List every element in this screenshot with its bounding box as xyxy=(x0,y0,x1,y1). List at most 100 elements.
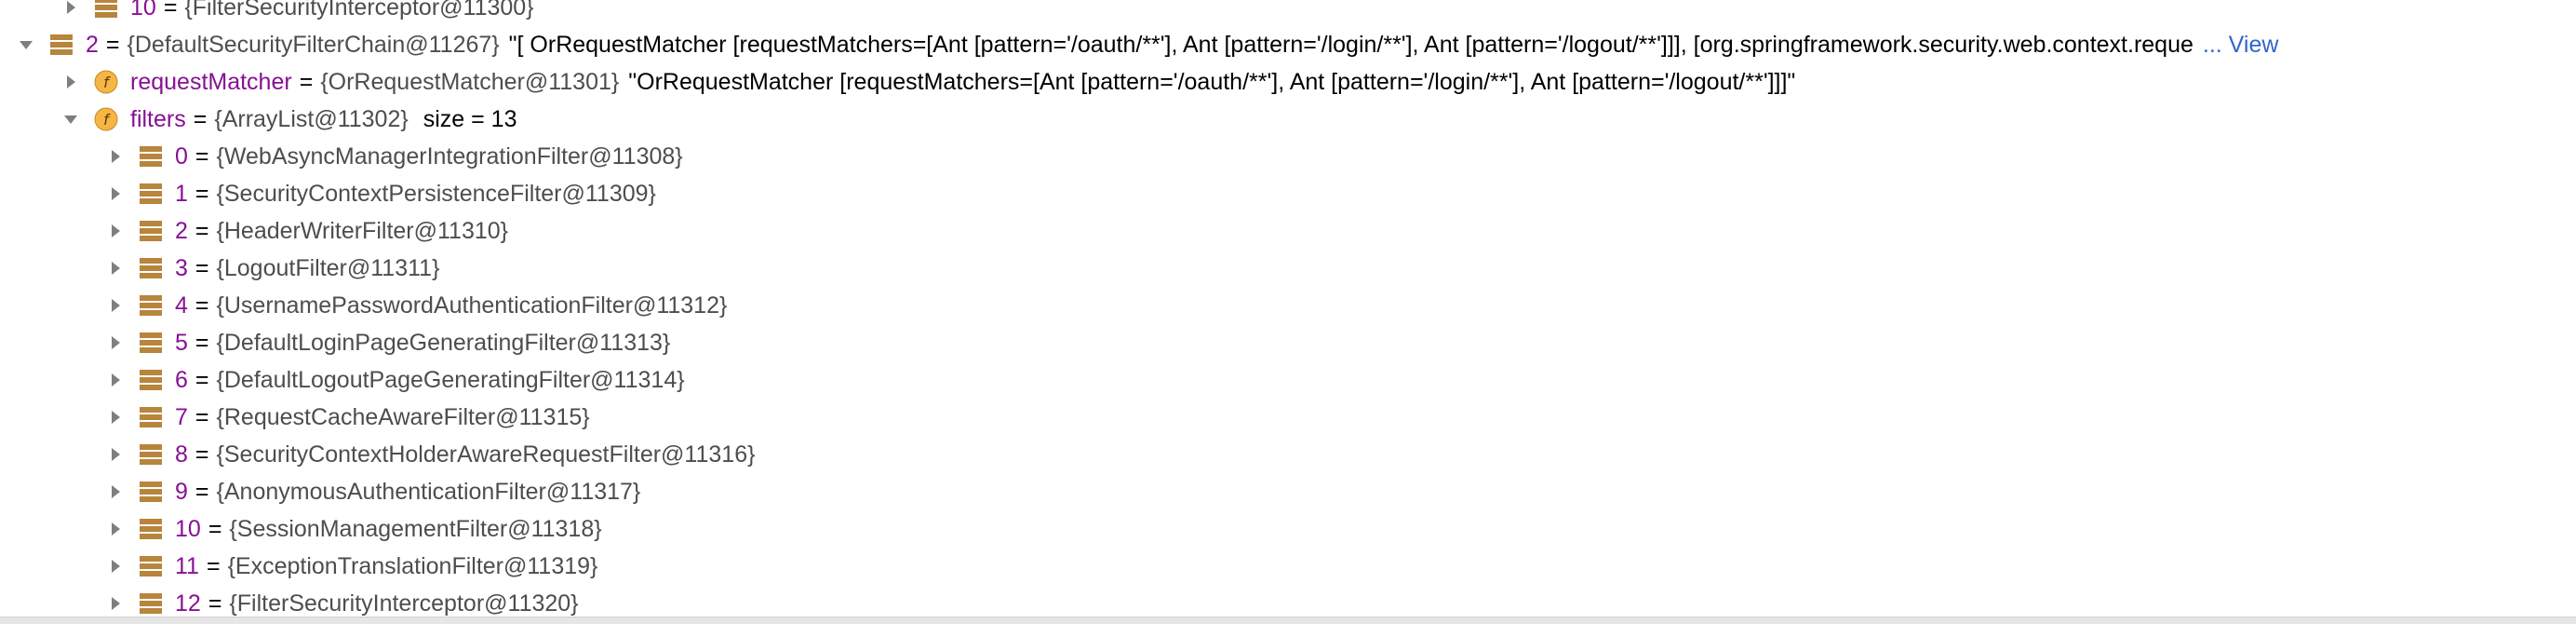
equals-sign: = xyxy=(195,254,209,281)
stack-icon xyxy=(93,0,119,20)
collapsed-arrow-icon[interactable] xyxy=(108,559,123,574)
collapsed-arrow-icon[interactable] xyxy=(108,484,123,499)
equals-sign: = xyxy=(206,552,221,579)
object-reference: {SessionManagementFilter@11318} xyxy=(229,515,602,542)
equals-sign: = xyxy=(208,590,222,617)
stack-icon xyxy=(48,32,74,58)
variable-name: 12 xyxy=(175,590,201,617)
variable-name: 5 xyxy=(175,329,188,356)
variable-name: 7 xyxy=(175,403,188,430)
object-reference: {LogoutFilter@11311} xyxy=(216,254,440,281)
tree-row[interactable]: 11 ={ExceptionTranslationFilter@11319} xyxy=(0,548,2576,585)
collapsed-arrow-icon[interactable] xyxy=(108,522,123,536)
stack-icon xyxy=(138,255,164,281)
string-value: "OrRequestMatcher [requestMatchers=[Ant … xyxy=(628,68,1796,95)
equals-sign: = xyxy=(195,478,209,505)
object-reference: {RequestCacheAwareFilter@11315} xyxy=(216,403,590,430)
tree-row[interactable]: 5 = {DefaultLoginPageGeneratingFilter@1131… xyxy=(0,324,2576,361)
collapsed-arrow-icon[interactable] xyxy=(108,373,123,387)
tree-row[interactable]: 4={UsernamePasswordAuthenticationFilter@… xyxy=(0,287,2576,324)
stack-icon xyxy=(138,553,164,579)
stack-icon xyxy=(138,181,164,207)
stack-icon xyxy=(138,590,164,617)
tree-row[interactable]: 9 = {AnonymousAuthenticationFilter@11317} xyxy=(0,473,2576,510)
equals-sign: = xyxy=(195,441,209,468)
object-reference: {FilterSecurityInterceptor@11320} xyxy=(229,590,579,617)
equals-sign: = xyxy=(105,31,120,58)
variable-name: 6 xyxy=(175,366,188,393)
object-reference: {ArrayList@11302} xyxy=(214,105,409,132)
collapsed-arrow-icon[interactable] xyxy=(108,149,123,164)
variable-name: 0 xyxy=(175,142,188,170)
object-reference: {HeaderWriterFilter@11310} xyxy=(216,217,509,244)
collapsed-arrow-icon[interactable] xyxy=(108,335,123,350)
collapsed-arrow-icon[interactable] xyxy=(63,75,78,89)
object-reference: {FilterSecurityInterceptor@11300} xyxy=(184,0,534,20)
object-reference: {UsernamePasswordAuthenticationFilter@11… xyxy=(216,292,728,319)
tree-row[interactable]: 1={SecurityContextPersistenceFilter@1130… xyxy=(0,175,2576,212)
tree-row[interactable]: f filters ={ArrayList@11302} size = 13 xyxy=(0,101,2576,138)
equals-sign: = xyxy=(195,403,209,430)
equals-sign: = xyxy=(193,105,208,132)
collapsed-arrow-icon[interactable] xyxy=(108,596,123,611)
svg-text:f: f xyxy=(103,74,111,91)
stack-icon xyxy=(138,143,164,170)
collapsed-arrow-icon[interactable] xyxy=(108,298,123,313)
tree-row[interactable]: 12 = {FilterSecurityInterceptor@11320} xyxy=(0,585,2576,617)
variable-name: 1 xyxy=(175,180,188,207)
equals-sign: = xyxy=(299,68,314,95)
equals-sign: = xyxy=(195,217,209,244)
svg-text:f: f xyxy=(103,111,111,129)
collapsed-arrow-icon[interactable] xyxy=(108,261,123,276)
collapsed-arrow-icon[interactable] xyxy=(108,224,123,238)
tree-row[interactable]: 0={WebAsyncManagerIntegrationFilter@1130… xyxy=(0,138,2576,175)
object-reference: {AnonymousAuthenticationFilter@11317} xyxy=(216,478,641,505)
collapsed-arrow-icon[interactable] xyxy=(63,0,78,15)
view-full-value-link[interactable]: ... View xyxy=(2202,31,2279,58)
collection-size: size = 13 xyxy=(423,105,517,132)
variable-name: 2 xyxy=(86,31,99,58)
variable-name: 10 xyxy=(130,0,156,20)
stack-icon xyxy=(138,367,164,393)
object-reference: {WebAsyncManagerIntegrationFilter@11308} xyxy=(216,142,683,170)
object-reference: {DefaultSecurityFilterChain@11267} xyxy=(127,31,500,58)
tree-row[interactable]: 7 = {RequestCacheAwareFilter@11315} xyxy=(0,399,2576,436)
stack-icon xyxy=(138,516,164,542)
stack-icon xyxy=(138,479,164,505)
collapsed-arrow-icon[interactable] xyxy=(108,410,123,425)
variable-name: 8 xyxy=(175,441,188,468)
variable-name: 9 xyxy=(175,478,188,505)
equals-sign: = xyxy=(195,142,209,170)
tree-row[interactable]: 2={DefaultSecurityFilterChain@11267}"[ O… xyxy=(0,26,2576,63)
object-reference: {DefaultLoginPageGeneratingFilter@11313} xyxy=(216,329,671,356)
tree-row[interactable]: 8={SecurityContextHolderAwareRequestFilt… xyxy=(0,436,2576,473)
tree-row[interactable]: 10={FilterSecurityInterceptor@11300} xyxy=(0,0,2576,26)
tree-row[interactable]: 3 = {LogoutFilter@11311} xyxy=(0,250,2576,287)
variable-name: filters xyxy=(130,105,186,132)
variable-name: 2 xyxy=(175,217,188,244)
object-reference: {ExceptionTranslationFilter@11319} xyxy=(227,552,598,579)
expanded-arrow-icon[interactable] xyxy=(19,37,34,52)
horizontal-scrollbar[interactable] xyxy=(0,617,2576,624)
equals-sign: = xyxy=(195,329,209,356)
stack-icon xyxy=(138,330,164,356)
equals-sign: = xyxy=(208,515,222,542)
tree-row[interactable]: 2 = {HeaderWriterFilter@11310} xyxy=(0,212,2576,250)
variable-name: 10 xyxy=(175,515,201,542)
variable-name: 3 xyxy=(175,254,188,281)
stack-icon xyxy=(138,292,164,319)
field-icon: f xyxy=(93,69,119,95)
collapsed-arrow-icon[interactable] xyxy=(108,186,123,201)
tree-row[interactable]: 6={DefaultLogoutPageGeneratingFilter@113… xyxy=(0,361,2576,399)
field-icon: f xyxy=(93,106,119,132)
expanded-arrow-icon[interactable] xyxy=(63,112,78,127)
collapsed-arrow-icon[interactable] xyxy=(108,447,123,462)
equals-sign: = xyxy=(195,180,209,207)
stack-icon xyxy=(138,218,164,244)
tree-row[interactable]: 10 = {SessionManagementFilter@11318} xyxy=(0,510,2576,548)
stack-icon xyxy=(138,404,164,430)
variable-name: 11 xyxy=(175,552,199,579)
object-reference: {OrRequestMatcher@11301} xyxy=(320,68,620,95)
